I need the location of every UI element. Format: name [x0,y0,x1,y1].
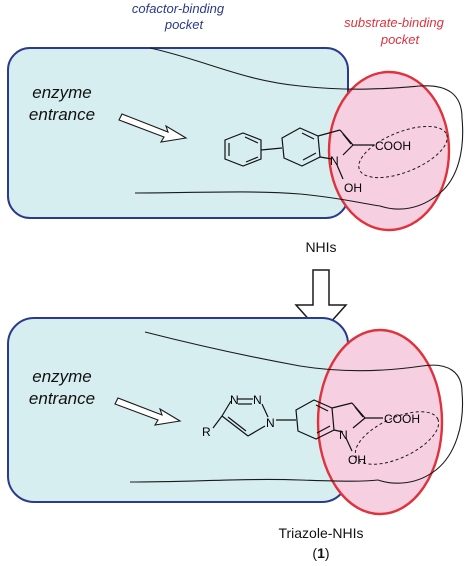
top-tunnel-outline-upper [149,47,463,119]
bottom-triazole-n1: N [230,393,239,407]
bottom-entrance-arrow [114,397,182,426]
bottom-entrance-line2: entrance [29,389,95,408]
bottom-r-group: R [202,425,211,439]
bottom-tunnel-outline-upper [144,331,463,393]
bottom-panel: enzyme entrance [7,317,464,516]
compound-number-open: ( [312,545,317,561]
top-cooh: COOH [375,139,411,153]
compound-number-close: ) [325,545,330,561]
top-active-site-ellipse [358,125,448,179]
top-n: N [330,154,339,168]
bottom-cooh: COOH [384,412,420,426]
bottom-active-site-ellipse [354,411,440,465]
bottom-substrate-pocket [316,328,444,516]
nhis-label: NHIs [305,239,336,255]
cofactor-label-line2: pocket [164,17,205,32]
top-entrance-arrow [118,113,188,143]
bottom-entrance-line1: enzyme [32,367,92,386]
substrate-label-line1: substrate-binding [344,15,444,30]
top-tunnel-outline-right [379,117,464,210]
bottom-oh: OH [348,453,366,467]
substrate-label-line2: pocket [380,32,421,47]
top-substrate-pocket [327,70,451,232]
triazole-nhis-label: Triazole-NHIs [278,525,363,541]
bottom-triazole-n2: N [253,393,262,407]
bottom-molecule [212,398,383,452]
cofactor-label-line1: cofactor-binding [132,1,225,16]
top-entrance-line1: enzyme [32,83,92,102]
compound-number: 1 [317,545,325,561]
top-molecule [224,127,374,180]
top-tunnel-outline-lower [134,191,381,207]
top-oh: OH [344,181,362,195]
top-entrance-line2: entrance [29,105,95,124]
bottom-tunnel-outline-right [377,391,464,484]
top-phenyl-ring [224,132,262,167]
bottom-n: N [339,428,348,442]
bottom-triazole-n3: N [266,416,275,430]
compound-number-label: (1) [312,545,329,561]
top-panel: cofactor-binding pocket substrate-bindin… [7,1,464,232]
bottom-tunnel-outline-lower [129,478,379,483]
